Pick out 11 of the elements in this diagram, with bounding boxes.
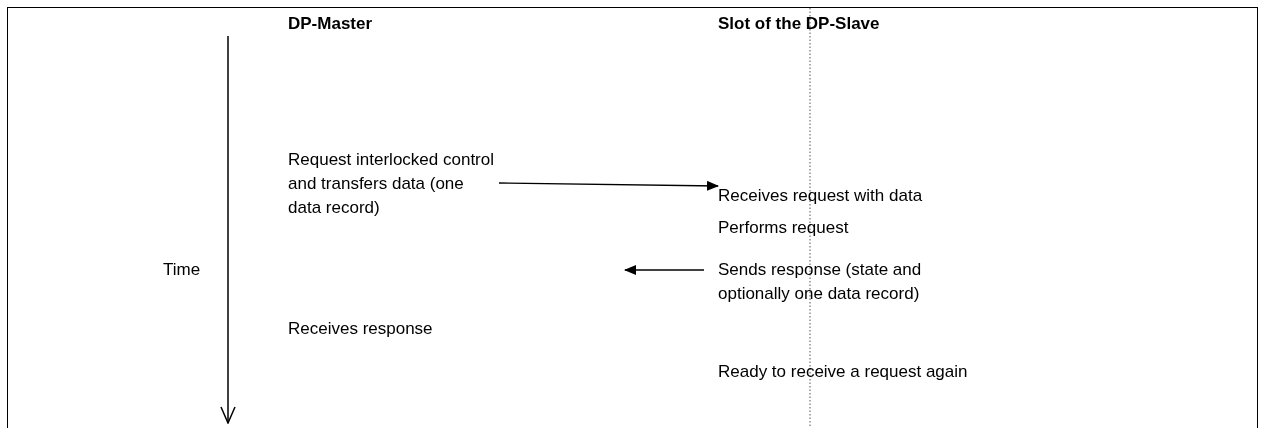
step-text: Performs request <box>718 216 1078 240</box>
column-heading: DP-Master <box>288 13 373 35</box>
arrow <box>498 180 719 191</box>
step-text: Request interlocked control and transfers data (one data record) <box>288 148 496 220</box>
column-heading: Slot of the DP-Slave <box>718 13 880 35</box>
arrow <box>624 265 705 275</box>
axis-label: Time <box>163 259 201 281</box>
step-text: Sends response (state and optionally one data record) <box>718 258 988 306</box>
step-text: Receives request with data <box>718 184 1078 208</box>
step-text: Receives response <box>288 317 608 341</box>
step-text: Ready to receive a request again <box>718 360 1078 384</box>
